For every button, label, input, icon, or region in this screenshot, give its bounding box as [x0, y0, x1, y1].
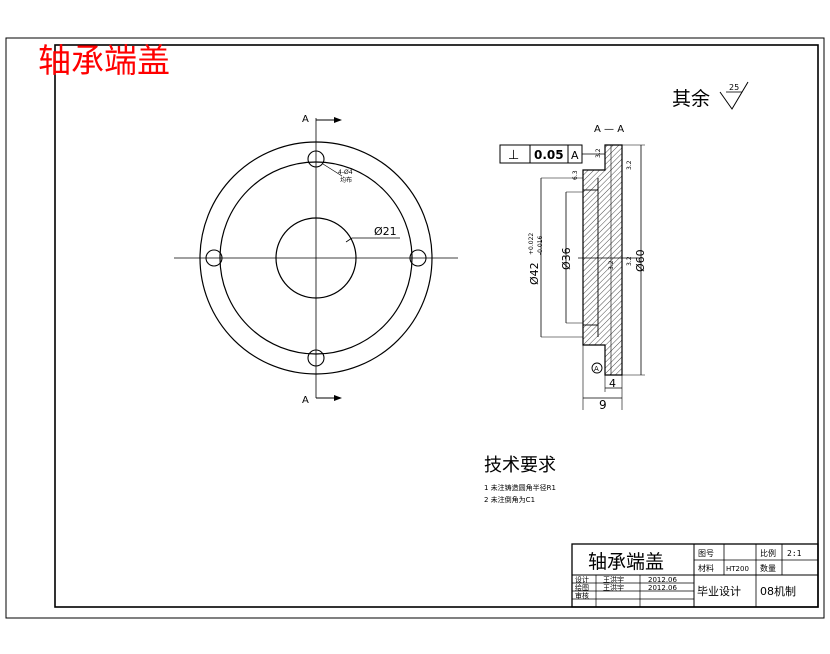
tb-designer-name: 王洪宇 — [603, 575, 624, 584]
tb-class: 08机制 — [760, 584, 796, 598]
tb-reviewer-label: 审核 — [575, 591, 589, 600]
roughness-e: 3.2 — [626, 256, 633, 266]
tb-drawing-no-label: 图号 — [698, 549, 714, 558]
roughness-note-label: 其余 — [672, 88, 710, 110]
roughness-a: 3.2 — [595, 148, 602, 158]
tb-material-value: HT200 — [726, 565, 749, 573]
dim-inner: Ø36 — [560, 247, 573, 270]
dim-outer: Ø42 — [528, 262, 541, 285]
outer-border — [5, 37, 825, 619]
section-view: A — A ⊥ 0.05 A Ø42 +0.022 -0.016 Ø36 Ø — [499, 124, 647, 412]
tb-material-label: 材料 — [698, 563, 714, 573]
section-mark-top: A — [302, 114, 309, 125]
tolerance-symbol-icon: ⊥ — [508, 148, 519, 163]
roughness-symbol-icon — [719, 81, 749, 110]
watermark-title: 轴承端盖 — [38, 41, 170, 80]
title-block: 轴承端盖 图号 比例 2:1 材料 HT200 数量 设计 王洪宇 2012.0… — [571, 543, 819, 608]
bolt-hole-note-2: 均布 — [340, 176, 352, 184]
roughness-b: 3.2 — [626, 160, 633, 170]
tech-req-item-1: 1 未注铸造圆角半径R1 — [484, 483, 556, 492]
section-profile — [582, 144, 623, 376]
section-title: A — A — [594, 124, 624, 135]
tb-part-name: 轴承端盖 — [588, 551, 664, 573]
tb-quantity-label: 数量 — [760, 563, 776, 573]
section-arrow-bottom-icon — [334, 395, 342, 401]
roughness-d: 3.2 — [608, 260, 615, 270]
dim-width: 9 — [599, 398, 607, 412]
roughness-note-value: 25 — [729, 83, 739, 92]
dim-outer-lower: -0.016 — [537, 235, 544, 255]
tolerance-value: 0.05 — [534, 148, 564, 162]
tech-requirements: 技术要求 1 未注铸造圆角半径R1 2 未注倒角为C1 — [484, 455, 556, 504]
inner-border — [54, 44, 819, 608]
datum-flag: A — [594, 365, 599, 373]
bolt-hole-note-1: 4-Ø4 — [338, 169, 353, 176]
tb-drafter-date: 2012.06 — [648, 584, 677, 592]
front-view: A A Ø21 4-Ø4 均布 — [174, 114, 458, 406]
tb-scale-label: 比例 — [760, 548, 776, 558]
roughness-c: 6.3 — [572, 170, 579, 180]
tb-scale-value: 2:1 — [787, 549, 802, 558]
tb-drafter-label: 绘图 — [575, 583, 589, 592]
tb-project: 毕业设计 — [697, 585, 741, 598]
tb-designer-label: 设计 — [575, 575, 589, 584]
tb-drafter-name: 王洪宇 — [603, 583, 624, 592]
section-mark-bottom: A — [302, 395, 309, 406]
section-arrow-top-icon — [334, 117, 342, 123]
tech-req-heading: 技术要求 — [484, 455, 556, 476]
dim-step: 4 — [609, 377, 616, 390]
datum-flag-icon — [591, 362, 603, 374]
tb-designer-date: 2012.06 — [648, 576, 677, 584]
dim-flange: Ø60 — [634, 249, 647, 272]
roughness-note: 其余 25 — [672, 81, 749, 110]
dim-outer-upper: +0.022 — [528, 233, 535, 255]
tech-req-item-2: 2 未注倒角为C1 — [484, 495, 535, 504]
center-hole-dim: Ø21 — [374, 225, 397, 238]
tolerance-datum: A — [571, 149, 579, 162]
